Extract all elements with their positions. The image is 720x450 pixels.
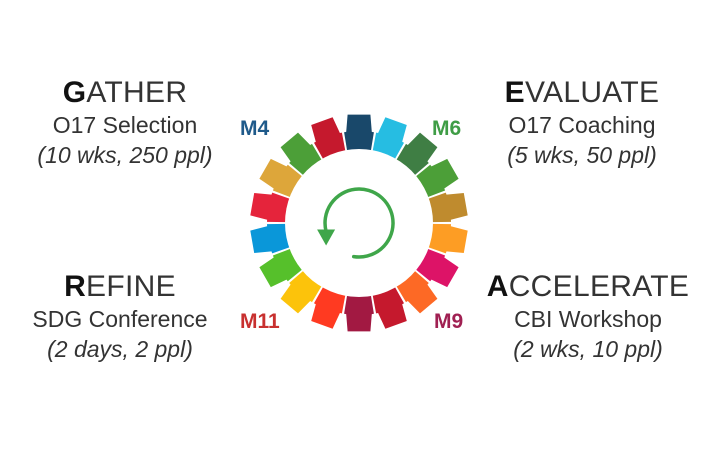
stage-title: ACCELERATE [468, 270, 708, 304]
cycle-arrowhead [317, 229, 336, 246]
gear-segment [395, 269, 438, 314]
title-initial: A [486, 270, 509, 303]
stage-activity: O17 Coaching [508, 112, 656, 138]
stage-title: EVALUATE [462, 76, 702, 110]
stage-accelerate: ACCELERATE CBI Workshop (2 wks, 10 ppl) [468, 270, 708, 364]
gear-segment [259, 158, 304, 198]
stage-gather: GATHER O17 Selection (10 wks, 250 ppl) [5, 76, 245, 170]
gear-segment [372, 117, 407, 161]
gear-center [285, 149, 433, 297]
title-rest: ATHER [86, 76, 188, 109]
gear-segment [344, 114, 374, 152]
title-initial: G [62, 76, 87, 109]
stage-activity: O17 Selection [52, 112, 198, 138]
cycle-arrow-arc [323, 187, 395, 259]
gear-segment [280, 132, 323, 177]
gear-segment [311, 285, 346, 329]
gear-segment [372, 285, 407, 329]
title-rest: CCELERATE [508, 270, 690, 303]
gear-segment [250, 223, 292, 254]
gear-segment [426, 223, 468, 254]
milestone-m6: M6 [432, 117, 462, 140]
stage-detail: (5 wks, 50 ppl) [507, 142, 657, 168]
title-rest: VALUATE [524, 76, 660, 109]
stage-detail: (2 wks, 10 ppl) [513, 336, 663, 362]
gear-segment [395, 132, 438, 177]
gear-segment [426, 192, 468, 223]
gear-segment [280, 269, 323, 314]
stage-evaluate: EVALUATE O17 Coaching (5 wks, 50 ppl) [462, 76, 702, 170]
stage-activity: CBI Workshop [514, 306, 662, 332]
gear-segment [344, 294, 374, 332]
stage-detail: (2 days, 2 ppl) [47, 336, 193, 362]
stage-title: GATHER [5, 76, 245, 110]
sdg-gear-icon [250, 114, 468, 332]
stage-title: REFINE [0, 270, 240, 304]
gear-segment [311, 117, 346, 161]
gear-segment [414, 158, 459, 198]
gear-segment [414, 248, 459, 288]
gear-segment [259, 248, 304, 288]
title-rest: EFINE [86, 270, 176, 303]
milestone-m9: M9 [434, 310, 464, 333]
gear-segments [250, 114, 468, 332]
gear-segment [250, 192, 292, 223]
title-initial: R [64, 270, 87, 303]
stage-refine: REFINE SDG Conference (2 days, 2 ppl) [0, 270, 240, 364]
stage-activity: SDG Conference [32, 306, 208, 332]
milestone-m4: M4 [240, 117, 270, 140]
title-initial: E [504, 76, 525, 109]
stage-detail: (10 wks, 250 ppl) [37, 142, 213, 168]
milestone-m11: M11 [240, 310, 280, 333]
